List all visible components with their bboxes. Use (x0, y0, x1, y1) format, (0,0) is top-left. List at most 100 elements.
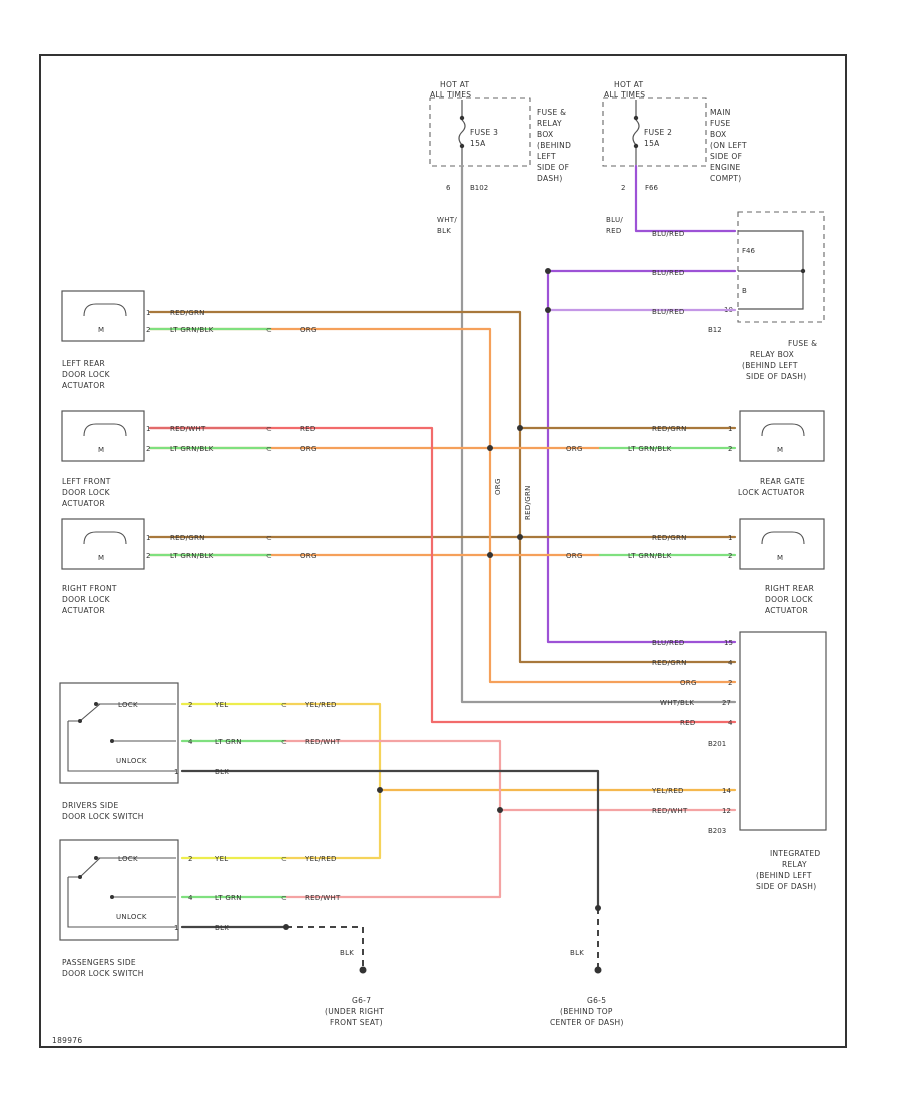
fuse3-hot-at-2: ALL TIMES (430, 90, 471, 99)
fuse2-hot-at: HOT AT (614, 80, 644, 89)
fuse3-symbol-icon (458, 119, 466, 146)
connector-glyph: ⊂ (281, 701, 287, 709)
wire-blk-drv (180, 769, 600, 910)
switch-passengers-side: LOCK UNLOCK 2 4 1 PASSENGERS SIDE DOOR L… (59, 839, 193, 978)
actuator-box (61, 518, 145, 570)
fuse3-name: FUSE 3 (470, 128, 498, 137)
wire-blu-red-2 (546, 269, 737, 644)
switch-label: DOOR LOCK SWITCH (62, 969, 144, 978)
fuse3-box-label: FUSE & RELAY BOX (BEHIND LEFT SIDE OF DA… (537, 108, 571, 183)
switch-unlock-label: UNLOCK (116, 757, 147, 765)
diagram-frame (39, 54, 847, 1048)
switch-pivot (78, 875, 82, 879)
switch-contact-dot (94, 702, 98, 706)
relay-box-label: FUSE & RELAY BOX (BEHIND LEFT SIDE OF DA… (742, 339, 817, 381)
actuator-label: LOCK ACTUATOR (738, 488, 805, 497)
svg-text:DASH): DASH) (537, 174, 563, 183)
actuator-label: ACTUATOR (62, 606, 105, 615)
junctions (283, 268, 601, 930)
fuse3-wire-label-2: BLK (437, 227, 451, 235)
actuator-rear-gate: M 1 2 REAR GATE LOCK ACTUATOR (728, 410, 825, 497)
pin: 1 (174, 924, 178, 932)
pin: 4 (188, 894, 193, 902)
ground-label: (BEHIND TOP (560, 1007, 613, 1016)
switch-contact-dot (110, 739, 114, 743)
svg-text:FUSE &: FUSE & (537, 108, 566, 117)
wire-yel-red-bus (283, 702, 382, 860)
switch-lever-icon (79, 703, 101, 722)
wire-label: ORG (300, 445, 317, 453)
junction (595, 905, 601, 911)
wire-label: BLU/RED (652, 308, 685, 316)
actuator-left-front: M 1 2 LEFT FRONT DOOR LOCK ACTUATOR (61, 410, 150, 508)
motor-m: M (98, 554, 104, 562)
ground-label: CENTER OF DASH) (550, 1018, 624, 1027)
actuator-label: RIGHT FRONT (62, 584, 117, 593)
wire-label: BLU/RED (652, 230, 685, 238)
actuator-box (61, 410, 145, 462)
ground-label: G6-7 (352, 996, 371, 1005)
motor-m: M (777, 554, 783, 562)
actuator-label: DOOR LOCK (62, 370, 111, 379)
junction (487, 445, 493, 451)
pin: 4 (188, 738, 193, 746)
switch-lock-label: LOCK (118, 701, 138, 709)
relay-box-node (800, 268, 806, 274)
wire-label: YEL/RED (304, 855, 337, 863)
pin: 2 (146, 445, 150, 453)
wires (148, 164, 737, 968)
junction (487, 552, 493, 558)
actuator-left-rear: M 1 2 LEFT REAR DOOR LOCK ACTUATOR (61, 290, 150, 390)
switch-label: PASSENGERS SIDE (62, 958, 136, 967)
actuator-label: LEFT REAR (62, 359, 105, 368)
wire-label: LT GRN/BLK (170, 552, 214, 560)
switch-label: DOOR LOCK SWITCH (62, 812, 144, 821)
wire-label: ORG (680, 679, 697, 687)
actuator-label: ACTUATOR (62, 381, 105, 390)
pin: 1 (174, 768, 178, 776)
fuse2-pin: 2 (621, 184, 625, 192)
wire-label: BLU/RED (652, 269, 685, 277)
pin: 4 (728, 659, 733, 667)
fuse3-node (459, 115, 465, 121)
wire-label: ORG (300, 326, 317, 334)
wire-blk-pass-dash (286, 926, 364, 968)
ground-icon (359, 966, 367, 974)
connector-glyph: ⊂ (266, 534, 272, 542)
wire-label: RED/GRN (652, 534, 687, 542)
pin: 12 (722, 807, 731, 815)
switch-common (67, 721, 176, 772)
ground-g6-5: G6-5 (BEHIND TOP CENTER OF DASH) (550, 966, 624, 1027)
relay-connector: B203 (708, 827, 726, 835)
fuse2-connector: F66 (645, 184, 658, 192)
wire-label: LT GRN/BLK (628, 552, 672, 560)
actuator-label: DOOR LOCK (62, 595, 111, 604)
fuse2-wire-label: BLU/ (606, 216, 623, 224)
relay-box-pin-f46: F46 (742, 247, 755, 255)
connector-glyph: ⊂ (281, 855, 287, 863)
wire-label: RED/WHT (305, 738, 341, 746)
wire-label: BLU/RED (652, 639, 685, 647)
actuator-label: ACTUATOR (765, 606, 808, 615)
fuse2-wire-label-2: RED (606, 227, 622, 235)
actuator-right-front: M 1 2 RIGHT FRONT DOOR LOCK ACTUATOR (61, 518, 150, 615)
svg-text:(BEHIND LEFT: (BEHIND LEFT (742, 361, 798, 370)
fuse3-wire-label: WHT/ (437, 216, 457, 224)
fuse3-rating: 15A (470, 139, 486, 148)
relay-label: SIDE OF DASH) (756, 882, 816, 891)
pin: 2 (728, 679, 732, 687)
wire-label: RED (680, 719, 696, 727)
pin: 15 (724, 639, 733, 647)
wire-label: LT GRN/BLK (170, 326, 214, 334)
svg-text:SIDE OF: SIDE OF (710, 152, 742, 161)
fuse3-box-outline (429, 97, 531, 167)
wire-label: RED/WHT (170, 425, 206, 433)
connector-glyph: ⊂ (266, 425, 272, 433)
connector-glyph: ⊂ (266, 552, 272, 560)
connector-glyph: ⊂ (281, 738, 287, 746)
wire-label: RED/GRN (652, 425, 687, 433)
pin: 2 (728, 552, 732, 560)
wire-label: BLK (570, 949, 584, 957)
pin: 1 (146, 309, 150, 317)
wire-red-grn-trunk (148, 310, 737, 664)
